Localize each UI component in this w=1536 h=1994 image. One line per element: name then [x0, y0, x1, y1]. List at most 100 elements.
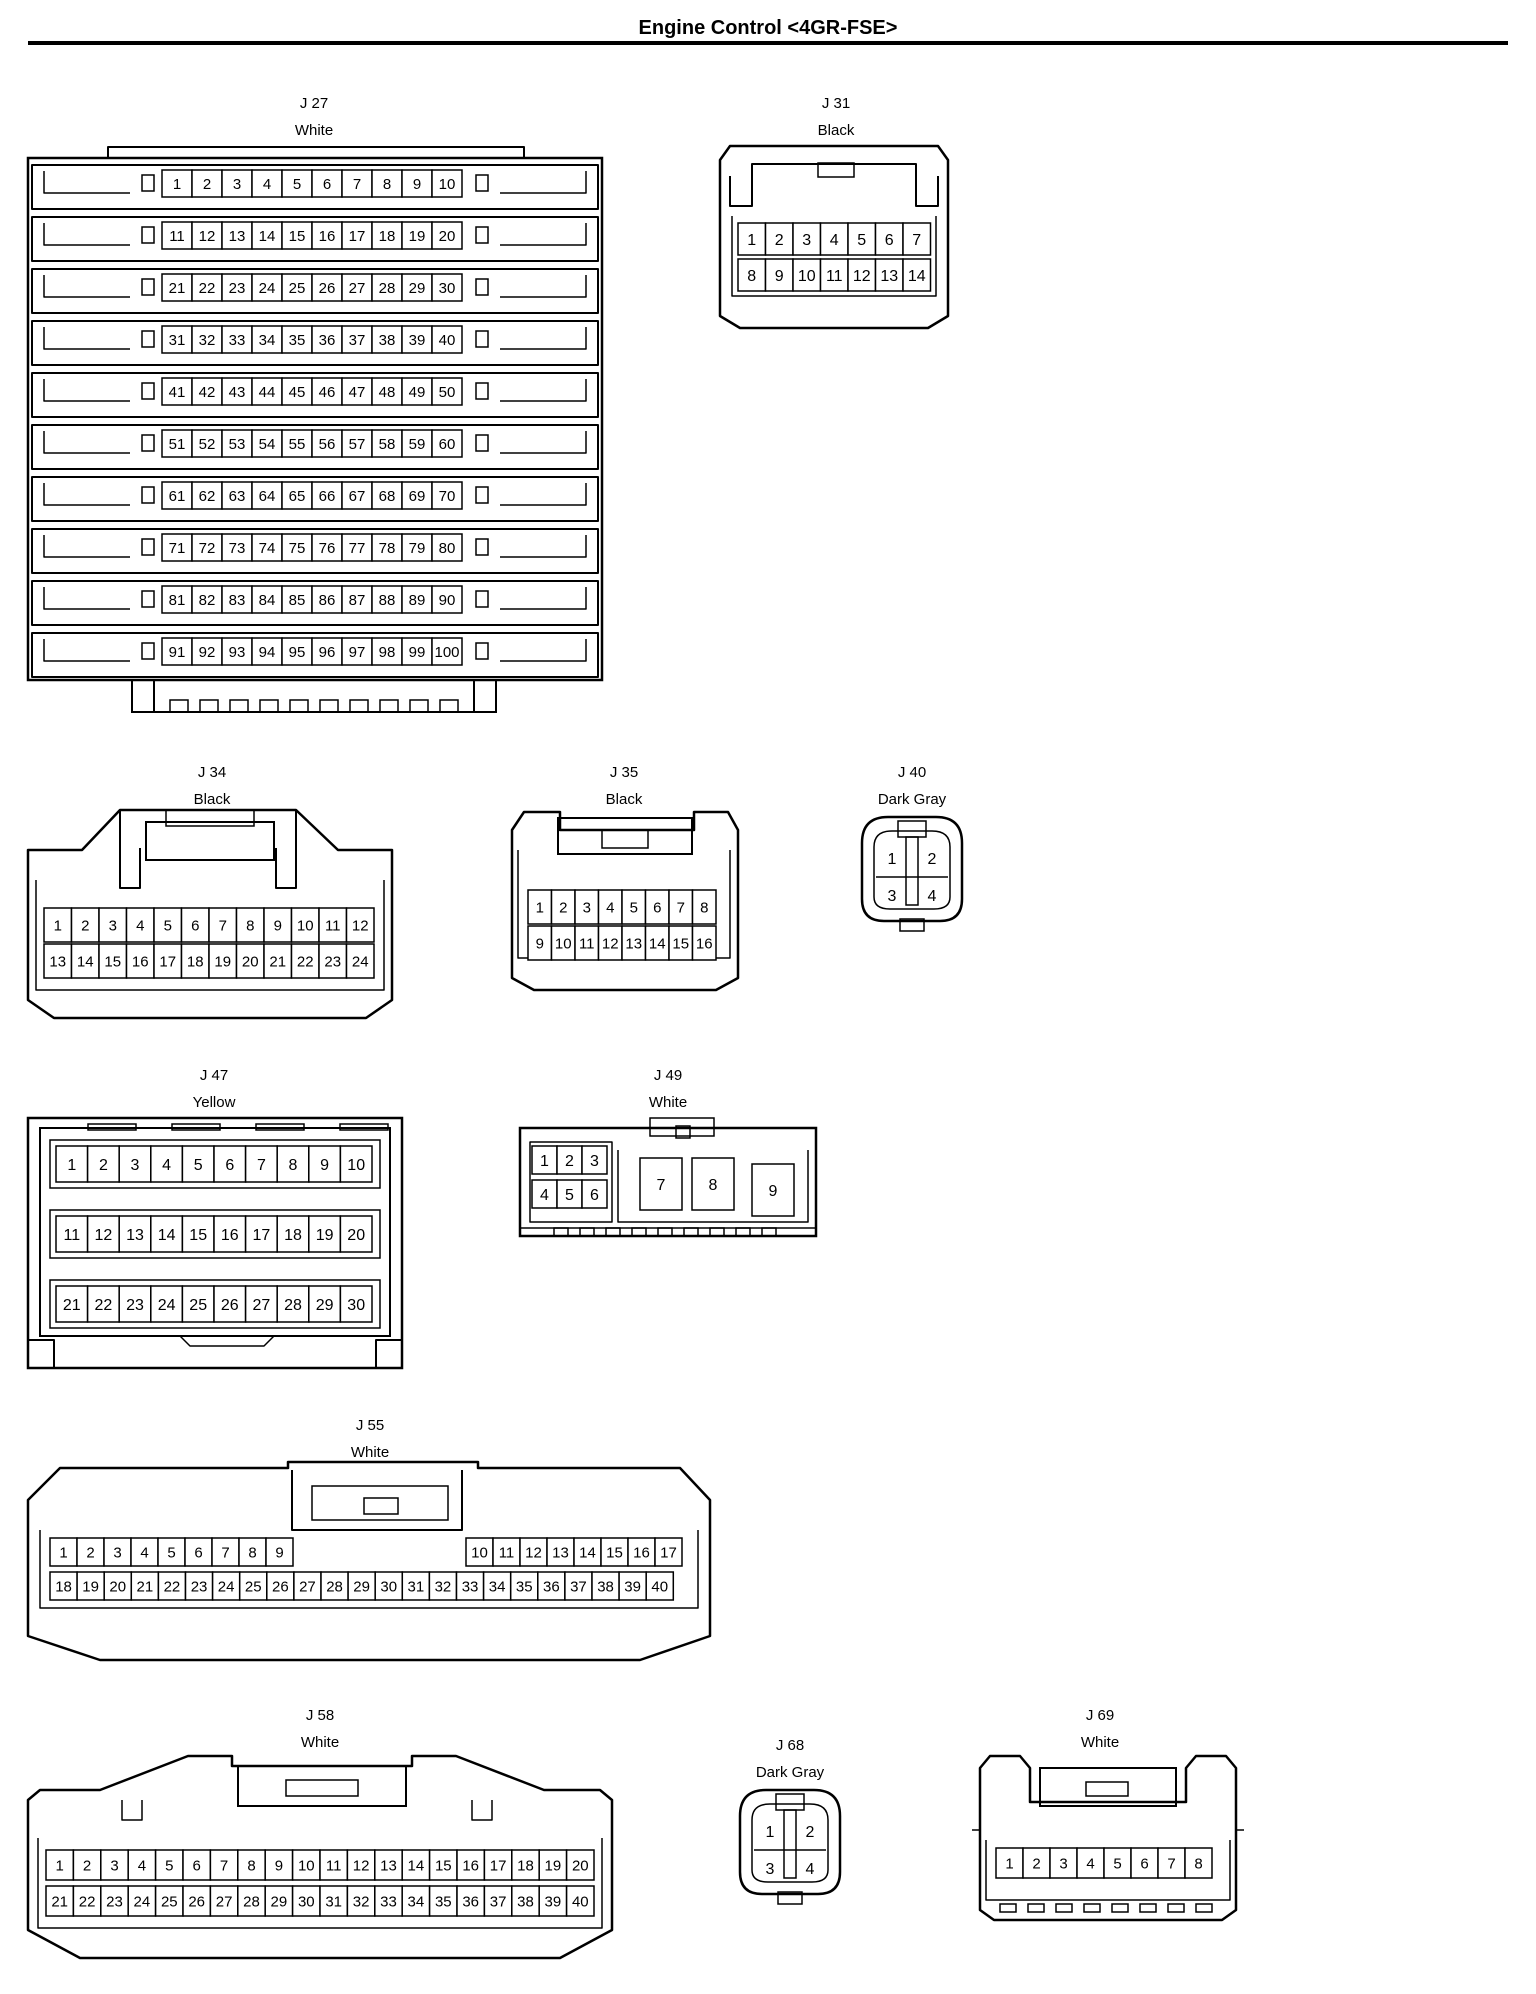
pin-number: 11: [499, 1544, 515, 1561]
pin-number: 3: [802, 232, 811, 249]
pin-cell: [341, 325, 373, 354]
pin-cell: [238, 1537, 267, 1567]
pin-cell: [627, 1537, 656, 1567]
pin-number: 4: [830, 232, 839, 249]
lock-tab: [141, 226, 155, 244]
pin-cell: [874, 258, 904, 292]
pin-number: 14: [158, 1227, 176, 1244]
pin-number: 24: [134, 1893, 151, 1910]
pin-number: 3: [583, 899, 591, 916]
pin-number: 68: [379, 488, 396, 505]
pin-cell: [235, 943, 265, 979]
pin-number: 85: [289, 592, 306, 609]
connector-color: White: [301, 1734, 339, 1751]
pin-cell: [654, 1537, 683, 1567]
pin-number: 16: [696, 935, 713, 952]
foot-notch: [409, 699, 429, 713]
connector-color: White: [351, 1444, 389, 1461]
pin-number: 12: [199, 228, 216, 245]
pin-number: 9: [275, 1857, 283, 1874]
pin-cell: [49, 1537, 78, 1567]
pin-cell: [847, 222, 877, 256]
pin-cell: [45, 1849, 75, 1881]
pin-cell: [509, 1571, 539, 1601]
pin-number: 82: [199, 592, 216, 609]
housing-outline: [26, 156, 604, 682]
pin-cell: [341, 273, 373, 302]
pin-number: 12: [525, 1544, 542, 1561]
pin-cell: [345, 943, 375, 979]
pin-cell: [341, 377, 373, 406]
pin-cell: [371, 533, 403, 562]
pin-number: 89: [409, 592, 426, 609]
pin-number: 12: [353, 1857, 370, 1874]
pin-row-frame: [49, 1209, 381, 1259]
pin-number: 47: [349, 384, 366, 401]
pin-number: 75: [289, 540, 306, 557]
pin-cell: [251, 637, 283, 666]
pin-number: 62: [199, 488, 216, 505]
pin-number: 4: [138, 1857, 146, 1874]
pin-number: 8: [289, 1157, 298, 1174]
pin-number: 1: [536, 899, 544, 916]
connector-color: White: [1081, 1734, 1119, 1751]
pin-number: 33: [462, 1578, 479, 1595]
pin-number: 7: [220, 1857, 228, 1874]
page-title: Engine Control <4GR-FSE>: [639, 17, 898, 39]
connector-color: White: [295, 122, 333, 139]
pin-number: 99: [409, 644, 426, 661]
pin-number: 14: [579, 1544, 596, 1561]
pin-number: 3: [233, 176, 241, 193]
latch-housing: [291, 1470, 463, 1531]
pin-number: 33: [229, 332, 246, 349]
pin-number: 9: [769, 1183, 778, 1200]
lock-tab: [475, 538, 489, 556]
pin-cell: [639, 1157, 683, 1211]
pin-number: 7: [219, 917, 227, 934]
pin-cell: [276, 1285, 310, 1323]
latch: [817, 162, 855, 178]
pin-number: 3: [888, 888, 897, 905]
pin-number: 80: [439, 540, 456, 557]
pin-number: 3: [766, 1861, 775, 1878]
pin-number: 2: [775, 232, 784, 249]
pin-cell: [266, 1571, 295, 1601]
foot-notch: [761, 1227, 777, 1237]
pin-number: 16: [633, 1544, 650, 1561]
pin-cell: [371, 325, 403, 354]
pin-number: 7: [257, 1157, 266, 1174]
pin-cell: [455, 1571, 485, 1601]
pin-number: 13: [126, 1227, 144, 1244]
pin-cell: [154, 1885, 184, 1917]
pin-number: 29: [409, 280, 426, 297]
pin-cell: [1184, 1847, 1213, 1879]
pin-number: 36: [319, 332, 336, 349]
pin-number: 12: [95, 1227, 113, 1244]
pin-number: 6: [590, 1187, 599, 1204]
latch: [165, 809, 255, 827]
pin-cell: [276, 1215, 310, 1253]
pin-number: 51: [169, 436, 186, 453]
pin-cell: [86, 1215, 120, 1253]
pin-number: 77: [349, 540, 366, 557]
pin-cell: [221, 637, 253, 666]
row-tray: [31, 632, 599, 678]
pin-number: 74: [259, 540, 276, 557]
pin-cell: [221, 429, 253, 458]
pin-cell: [76, 1571, 105, 1601]
pin-cell: [161, 325, 193, 354]
pin-number: 13: [229, 228, 246, 245]
foot-notch: [1139, 1903, 1157, 1913]
pin-number: 3: [1059, 1855, 1067, 1872]
pin-number: 54: [259, 436, 276, 453]
lock-tab: [141, 590, 155, 608]
pin-cell: [346, 1849, 376, 1881]
pin-number: 21: [63, 1297, 81, 1314]
latch-slot: [500, 223, 587, 246]
lock-tab: [121, 1800, 143, 1821]
pin-number: 4: [162, 1157, 171, 1174]
pin-number: 100: [434, 644, 459, 661]
pin-cell: [341, 429, 373, 458]
pin-cell: [221, 377, 253, 406]
pin-cell: [645, 1571, 675, 1601]
